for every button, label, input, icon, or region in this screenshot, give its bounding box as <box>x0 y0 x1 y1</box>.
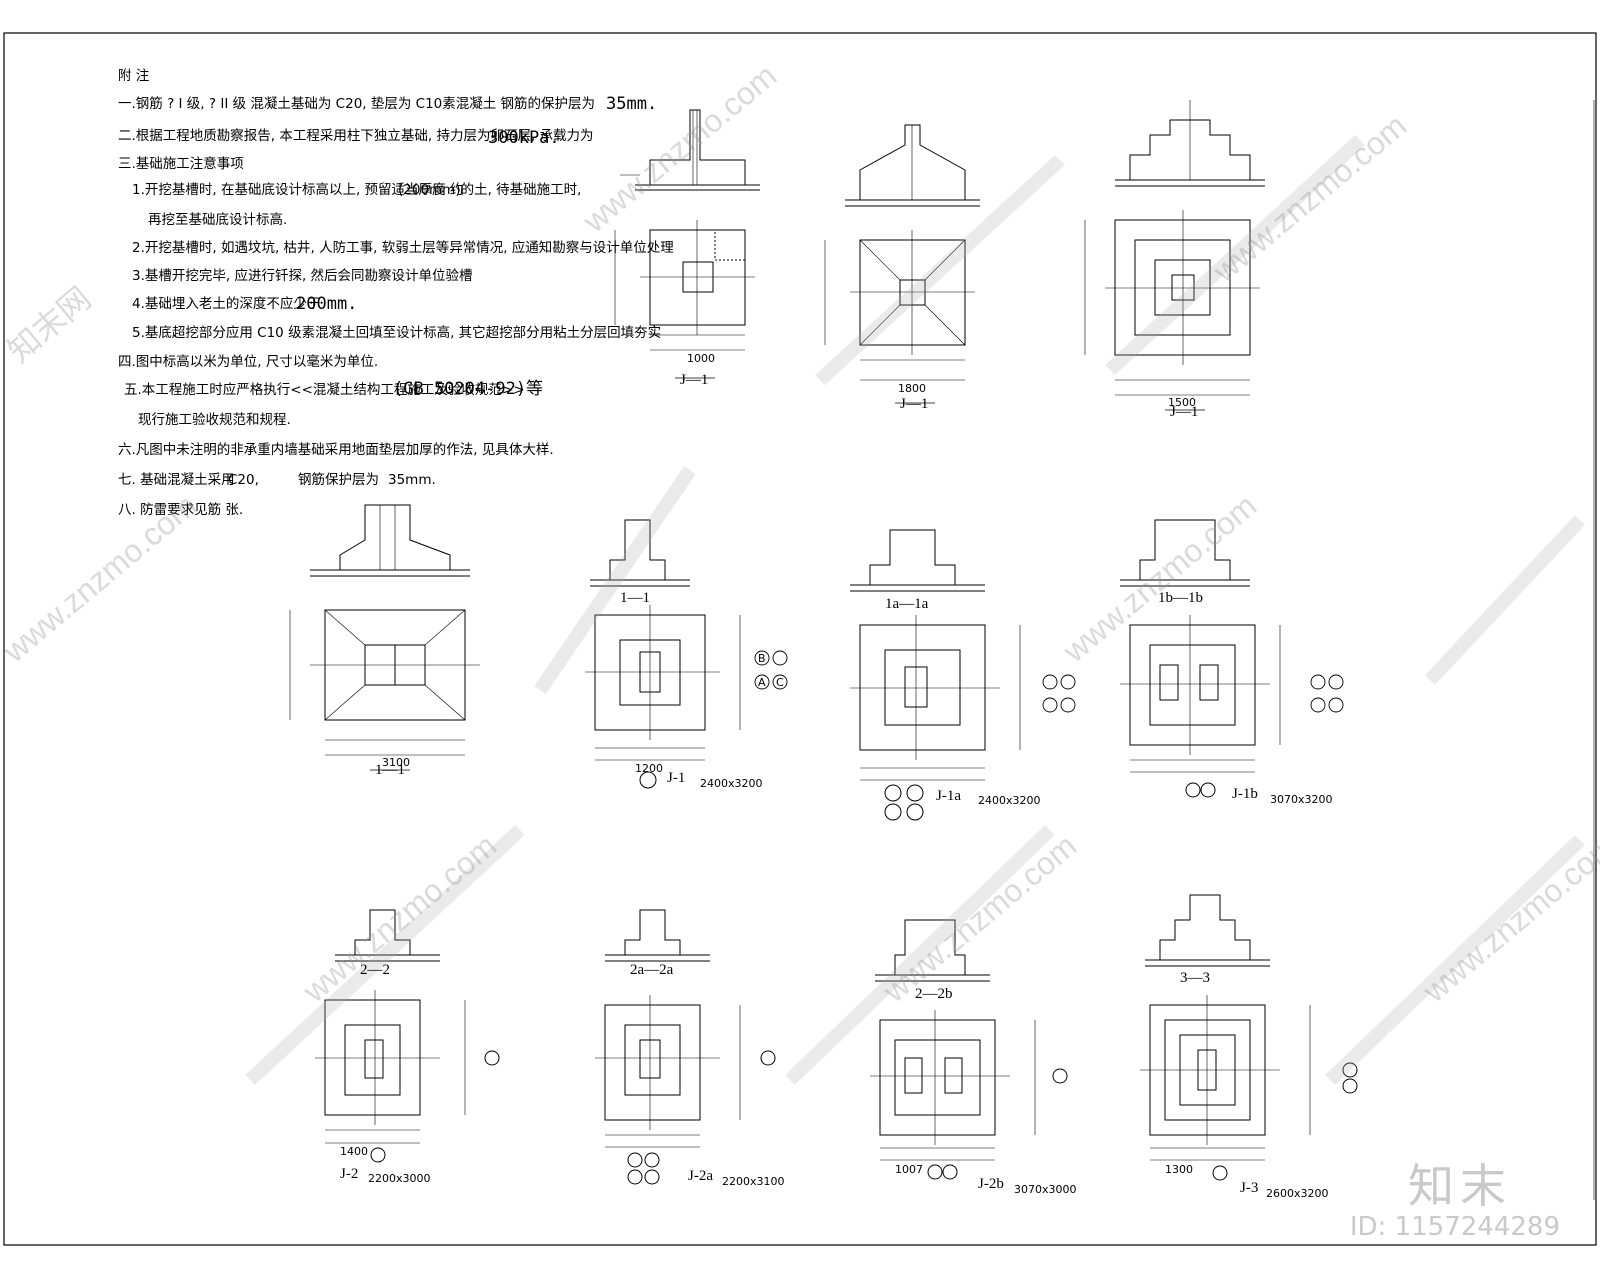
detail-j1-d <box>289 504 480 771</box>
note-1-value: 35mm. <box>606 94 658 114</box>
dim-1200: 1200 <box>635 762 663 775</box>
label-j3: J-3 <box>1240 1180 1259 1196</box>
label-j1-b: J—1 <box>900 396 929 412</box>
size-j1a: 2400x3200 <box>978 794 1041 807</box>
section-2a-2a: 2a—2a <box>630 962 674 978</box>
note-7-grade: C20, <box>228 472 259 488</box>
size-j2a: 2200x3100 <box>722 1175 785 1188</box>
note-2: 二.根据工程地质勘察报告, 本工程采用柱下独立基础, 持力层为卵石层, 承载力为 <box>118 128 594 144</box>
size-j1-e: 2400x3200 <box>700 777 763 790</box>
note-1: 一.钢筋 ? I 级, ? II 级 混凝土基础为 C20, 垫层为 C10素混… <box>118 96 596 112</box>
size-j2b: 3070x3000 <box>1014 1183 1077 1196</box>
dim-1000: 1000 <box>687 352 715 365</box>
note-3-4-value: 200mm. <box>296 294 358 314</box>
dim-1300: 1300 <box>1165 1163 1193 1176</box>
note-3-2: 2.开挖基槽时, 如遇坟坑, 枯井, 人防工事, 软弱土层等异常情况, 应通知勘… <box>132 240 674 256</box>
note-7-value: 35mm. <box>388 472 436 488</box>
sheet-border <box>3 32 1597 1246</box>
note-3-3: 3.基槽开挖完毕, 应进行钎探, 然后会同勘察设计单位验槽 <box>132 268 473 284</box>
note-3-5: 5.基底超挖部分应用 C10 级素混凝土回填至设计标高, 其它超挖部分用粘土分层… <box>132 325 662 341</box>
label-j2b: J-2b <box>978 1176 1004 1192</box>
detail-j3 <box>1140 894 1358 1181</box>
detail-j1-c <box>1084 100 1265 411</box>
note-3-4: 4.基础埋入老土的深度不应少于 <box>132 296 321 312</box>
size-j1b: 3070x3200 <box>1270 793 1333 806</box>
note-7: 七. 基础混凝土采用 <box>118 472 235 488</box>
note-2-value: 300kPa. <box>488 128 560 148</box>
detail-j2b <box>870 919 1068 1180</box>
section-2-2: 2—2 <box>360 962 390 978</box>
note-3-1: 1.开挖基槽时, 在基础底设计标高以上, 预留适当厚度 约 <box>132 182 464 198</box>
label-j1-c: J—1 <box>1170 404 1199 420</box>
detail-j2a <box>595 909 776 1185</box>
note-8: 八. 防雷要求见筋 张. <box>118 502 244 518</box>
note-7-cover: 钢筋保护层为 <box>298 472 379 488</box>
label-j1a: J-1a <box>936 788 961 804</box>
dim-1500: 1500 <box>1168 396 1196 409</box>
label-j2a: J-2a <box>688 1168 713 1184</box>
detail-j1-e <box>585 519 741 789</box>
note-3-1c: 再挖至基础底设计标高. <box>148 212 288 228</box>
brand-logo: 知末 <box>1408 1159 1512 1213</box>
note-4: 四.图中标高以米为单位, 尺寸以毫米为单位. <box>118 354 379 370</box>
section-1a-1a: 1a—1a <box>885 596 929 612</box>
note-6: 六.凡图中未注明的非承重内墙基础采用地面垫层加厚的作法, 见具体大样. <box>118 442 554 458</box>
notes-heading: 附 注 <box>118 68 150 84</box>
note-5b: 现行施工验收规范和规程. <box>138 412 291 428</box>
axis-markers-mid <box>754 650 1344 713</box>
label-1-1-plan: 1—1 <box>375 762 405 778</box>
note-3: 三.基础施工注意事项 <box>118 156 244 172</box>
label-j1b: J-1b <box>1232 786 1258 802</box>
dim-1007: 1007 <box>895 1163 923 1176</box>
section-1b-1b: 1b—1b <box>1158 590 1203 606</box>
image-id: ID: 1157244289 <box>1349 1212 1560 1242</box>
detail-j1b <box>1120 519 1281 798</box>
dim-1400: 1400 <box>340 1145 368 1158</box>
section-1-1: 1—1 <box>620 590 650 606</box>
detail-j1a <box>850 529 1021 821</box>
label-j1-e: J-1 <box>667 770 686 786</box>
label-j2: J-2 <box>340 1166 359 1182</box>
detail-j1-b <box>824 124 980 404</box>
watermark-bands <box>245 134 1586 1086</box>
label-j1-a: J—1 <box>680 372 709 388</box>
axis-tag-a: A <box>758 676 766 689</box>
dim-3100: 3100 <box>382 756 410 769</box>
note-5: 五.本工程施工时应严格执行<<混凝土结构工程施工及验收规范>> <box>124 382 525 398</box>
detail-j1-a <box>614 109 760 379</box>
axis-tag-c: C <box>776 676 784 689</box>
size-j2: 2200x3000 <box>368 1172 431 1185</box>
axis-tag-b: B <box>758 652 766 665</box>
dim-1800: 1800 <box>898 382 926 395</box>
size-j3: 2600x3200 <box>1266 1187 1329 1200</box>
section-2-2b: 2—2b <box>915 986 953 1002</box>
detail-j2 <box>315 909 500 1163</box>
note-3-1b: (200mm)的土, 待基础施工时, <box>398 182 582 198</box>
section-3-3: 3—3 <box>1180 970 1210 986</box>
note-5-code: (GB 50204-92)等 <box>393 379 544 399</box>
